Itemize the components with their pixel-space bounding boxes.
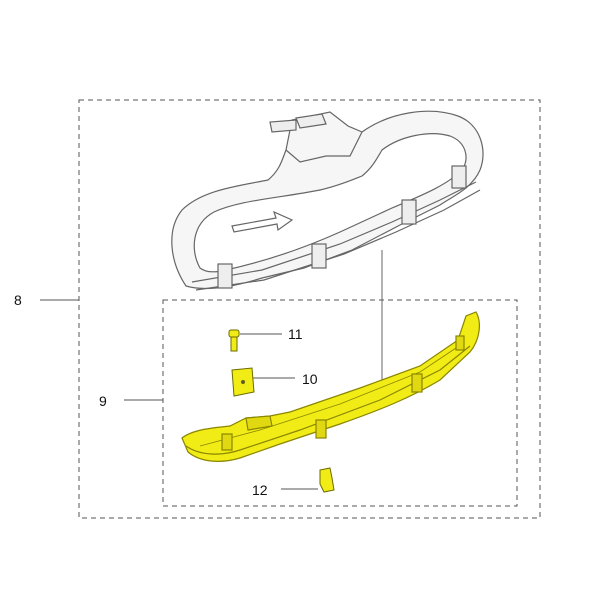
- blade-hook-part: [319, 467, 335, 493]
- clip-plate-part: [231, 367, 255, 397]
- callout-12: 12: [252, 482, 268, 498]
- grass-guard: [171, 110, 484, 291]
- assembly-9-box: [162, 299, 518, 507]
- screw-part: [228, 329, 240, 352]
- assembly-8-box: [78, 99, 541, 519]
- callout-11: 11: [288, 326, 303, 342]
- callout-8: 8: [14, 292, 22, 308]
- callout-10: 10: [302, 371, 318, 387]
- callout-9: 9: [99, 393, 107, 409]
- guard-skirt-highlighted: [181, 311, 480, 462]
